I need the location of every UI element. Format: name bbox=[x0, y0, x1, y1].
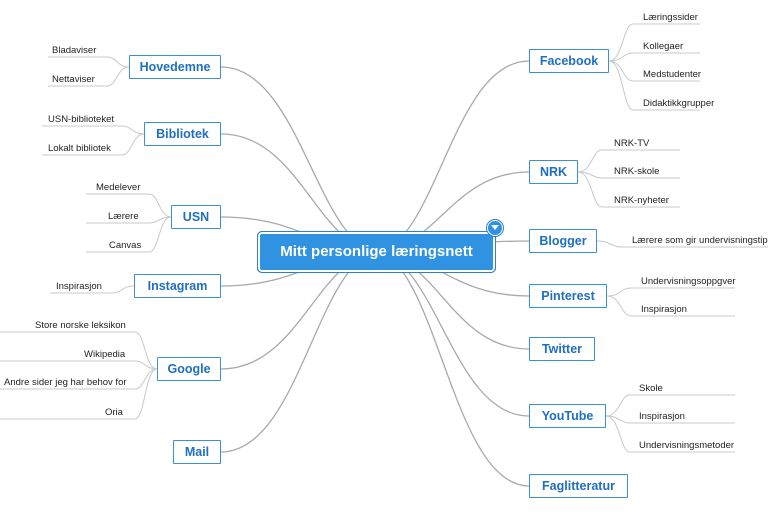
leaf-connector-bibliotek-0 bbox=[42, 125, 145, 135]
branch-pinterest[interactable]: Pinterest bbox=[529, 284, 607, 308]
leaf-youtube-inspirasjon[interactable]: Inspirasjon bbox=[639, 411, 685, 422]
leaf-wikipedia[interactable]: Wikipedia bbox=[84, 349, 126, 360]
leaf-nrk-nyheter[interactable]: NRK-nyheter bbox=[614, 195, 669, 206]
leaf-connector-usn-0 bbox=[86, 193, 172, 218]
branch-blogger[interactable]: Blogger bbox=[529, 229, 597, 253]
branch-youtube[interactable]: YouTube bbox=[529, 404, 606, 428]
leaf-connector-youtube-1 bbox=[605, 415, 735, 424]
leaf-connector-google-1 bbox=[0, 360, 158, 370]
leaf-usn-biblioteket[interactable]: USN-biblioteket bbox=[48, 114, 114, 125]
leaf-connector-google-2 bbox=[0, 368, 158, 390]
leaf-laeringssider[interactable]: Læringssider bbox=[643, 12, 698, 23]
leaf-connector-youtube-0 bbox=[605, 394, 735, 417]
branch-mail[interactable]: Mail bbox=[173, 440, 221, 464]
leaf-undervisningsmetoder[interactable]: Undervisningsmetoder bbox=[639, 440, 735, 451]
branch-facebook[interactable]: Facebook bbox=[529, 49, 609, 73]
leaf-connector-facebook-1 bbox=[608, 52, 700, 62]
root-topic[interactable]: Mitt personlige læringsnett bbox=[257, 231, 496, 273]
leaf-connector-facebook-2 bbox=[608, 60, 700, 82]
connector-youtube bbox=[376, 251, 530, 417]
leaf-connector-facebook-0 bbox=[608, 23, 700, 62]
leaf-connector-usn-1 bbox=[86, 216, 172, 224]
leaf-connector-bibliotek-1 bbox=[42, 133, 145, 156]
leaf-connector-usn-2 bbox=[86, 216, 172, 253]
leaf-laerere-som-gir[interactable]: Lærere som gir undervisningstips bbox=[632, 235, 768, 246]
connector-mail bbox=[220, 251, 378, 453]
collapse-toggle-icon[interactable] bbox=[487, 220, 503, 236]
branch-google[interactable]: Google bbox=[157, 357, 221, 381]
branch-instagram[interactable]: Instagram bbox=[134, 274, 221, 298]
leaf-skole[interactable]: Skole bbox=[639, 383, 663, 394]
leaf-lokalt-bibliotek[interactable]: Lokalt bibliotek bbox=[48, 143, 111, 154]
leaf-medstudenter[interactable]: Medstudenter bbox=[643, 69, 702, 80]
leaf-connector-blogger-0 bbox=[596, 240, 768, 248]
connector-faglitteratur bbox=[376, 251, 530, 487]
leaf-nrk-tv[interactable]: NRK-TV bbox=[614, 138, 650, 149]
leaf-instagram-inspirasjon[interactable]: Inspirasjon bbox=[56, 281, 102, 292]
branch-bibliotek[interactable]: Bibliotek bbox=[144, 122, 221, 146]
leaf-medelever[interactable]: Medelever bbox=[96, 182, 141, 193]
leaf-canvas[interactable]: Canvas bbox=[109, 240, 142, 251]
leaf-kollegaer[interactable]: Kollegaer bbox=[643, 41, 684, 52]
leaf-connector-pinterest-0 bbox=[606, 287, 735, 297]
leaf-bladaviser[interactable]: Bladaviser bbox=[52, 45, 97, 56]
branch-hovedemne[interactable]: Hovedemne bbox=[129, 55, 221, 79]
leaf-nrk-skole[interactable]: NRK-skole bbox=[614, 166, 660, 177]
leaf-connector-youtube-2 bbox=[605, 415, 735, 453]
connector-facebook bbox=[376, 60, 530, 253]
leaf-connector-pinterest-1 bbox=[606, 295, 735, 317]
leaf-didaktikkgrupper[interactable]: Didaktikkgrupper bbox=[643, 98, 715, 109]
leaf-connector-google-0 bbox=[0, 331, 158, 370]
leaf-connector-google-3 bbox=[0, 368, 158, 420]
leaf-pinterest-inspirasjon[interactable]: Inspirasjon bbox=[641, 304, 687, 315]
leaf-andre-sider[interactable]: Andre sider jeg har behov for bbox=[4, 377, 127, 388]
leaf-connector-instagram-0 bbox=[50, 285, 135, 294]
leaf-laerere[interactable]: Lærere bbox=[108, 211, 139, 222]
leaf-connector-nrk-0 bbox=[577, 149, 680, 173]
leaf-oria[interactable]: Oria bbox=[105, 407, 123, 418]
connector-hovedemne bbox=[220, 66, 378, 253]
branch-nrk[interactable]: NRK bbox=[529, 160, 578, 184]
leaf-connector-nrk-2 bbox=[577, 171, 680, 208]
leaf-connector-facebook-3 bbox=[608, 60, 700, 111]
branch-twitter[interactable]: Twitter bbox=[529, 337, 595, 361]
branch-usn[interactable]: USN bbox=[171, 205, 221, 229]
leaf-connector-nrk-1 bbox=[577, 171, 680, 179]
leaf-store-norske-leksikon[interactable]: Store norske leksikon bbox=[35, 320, 126, 331]
leaf-connector-hovedemne-0 bbox=[48, 56, 130, 68]
leaf-nettaviser[interactable]: Nettaviser bbox=[52, 74, 95, 85]
leaf-connector-hovedemne-1 bbox=[48, 66, 130, 87]
leaf-undervisningsoppgver[interactable]: Undervisningsoppgver bbox=[641, 276, 736, 287]
branch-faglitteratur[interactable]: Faglitteratur bbox=[529, 474, 628, 498]
